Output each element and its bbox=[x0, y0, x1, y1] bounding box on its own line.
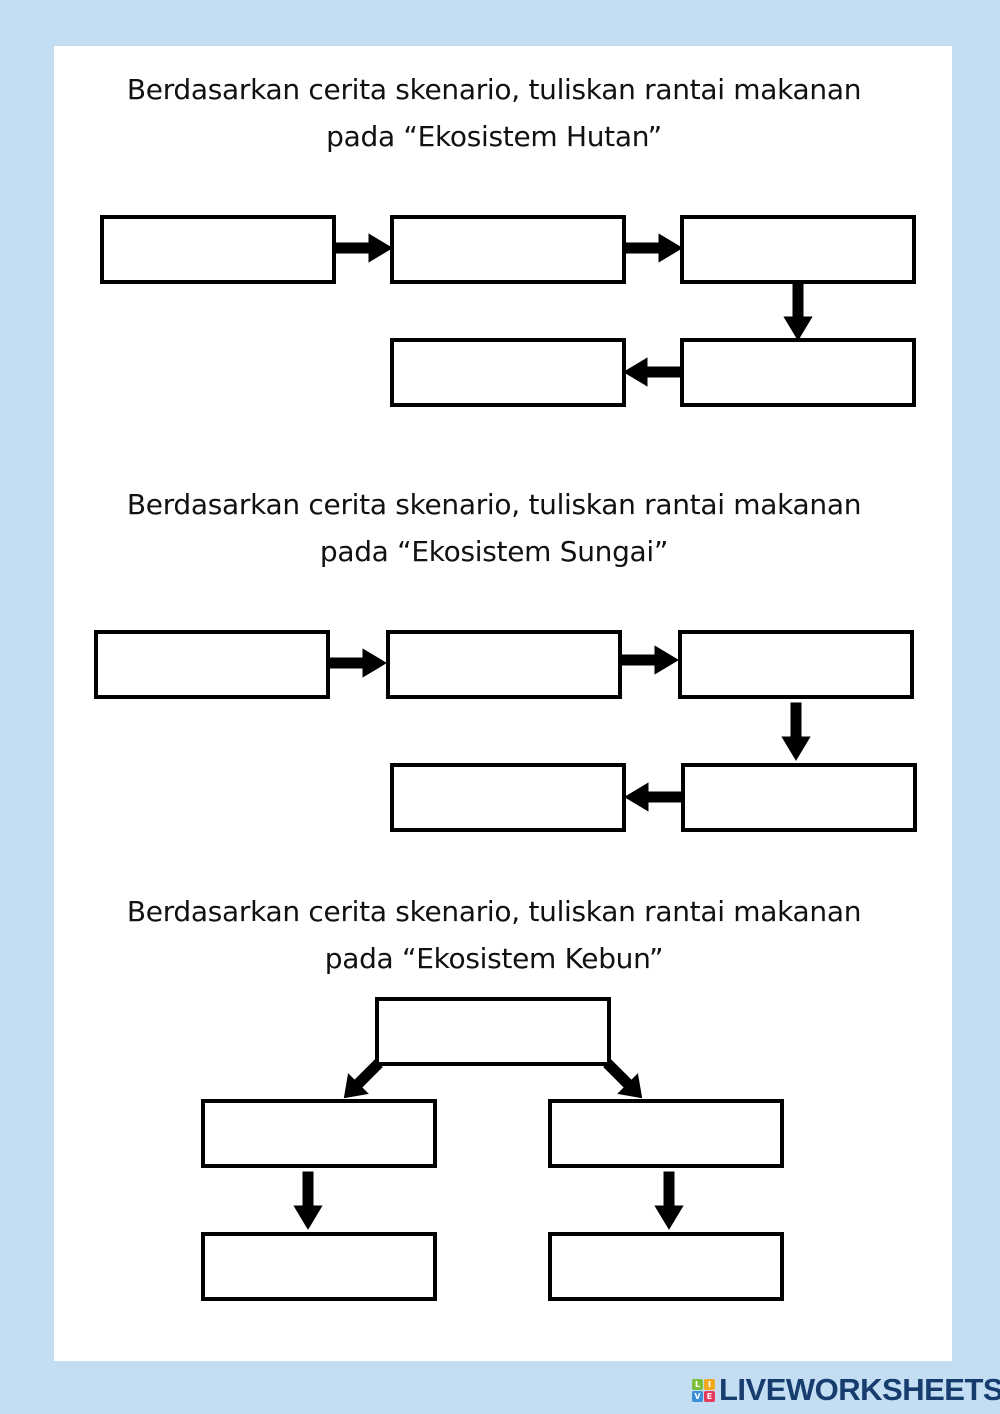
prompt-line: Berdasarkan cerita skenario, tuliskan ra… bbox=[126, 895, 862, 928]
prompt-line: pada “Ekosistem Hutan” bbox=[326, 120, 662, 153]
arrow-down-icon bbox=[294, 1171, 322, 1229]
answer-box-sungai-1[interactable] bbox=[94, 630, 330, 699]
arrow-diagonal-icon bbox=[335, 1054, 388, 1107]
prompt-kebun: Berdasarkan cerita skenario, tuliskan ra… bbox=[54, 888, 934, 982]
arrow-down-icon bbox=[782, 702, 810, 760]
answer-box-hutan-2[interactable] bbox=[390, 215, 626, 284]
arrow-left-icon bbox=[624, 358, 682, 386]
answer-box-kebun-top[interactable] bbox=[375, 997, 611, 1066]
answer-box-kebun-left-1[interactable] bbox=[201, 1099, 437, 1168]
prompt-line: Berdasarkan cerita skenario, tuliskan ra… bbox=[126, 73, 862, 106]
answer-box-hutan-3[interactable] bbox=[680, 215, 916, 284]
prompt-line: pada “Ekosistem Kebun” bbox=[324, 942, 664, 975]
arrow-right-icon bbox=[334, 234, 392, 262]
answer-box-sungai-5[interactable] bbox=[390, 763, 626, 832]
prompt-sungai: Berdasarkan cerita skenario, tuliskan ra… bbox=[54, 481, 934, 575]
answer-box-kebun-left-2[interactable] bbox=[201, 1232, 437, 1301]
arrow-down-icon bbox=[784, 282, 812, 340]
arrow-right-icon bbox=[624, 234, 682, 262]
arrow-right-icon bbox=[620, 646, 678, 674]
arrow-down-icon bbox=[655, 1171, 683, 1229]
arrow-diagonal-icon bbox=[598, 1054, 651, 1107]
answer-box-sungai-3[interactable] bbox=[678, 630, 914, 699]
arrow-left-icon bbox=[625, 783, 683, 811]
answer-box-hutan-4[interactable] bbox=[680, 338, 916, 407]
logo-tiles-icon: L I V E bbox=[692, 1378, 715, 1402]
logo-tile: I bbox=[704, 1378, 715, 1390]
logo-tile: V bbox=[692, 1390, 703, 1402]
logo-tile: E bbox=[704, 1390, 715, 1402]
prompt-line: Berdasarkan cerita skenario, tuliskan ra… bbox=[126, 488, 862, 521]
logo-tile: L bbox=[692, 1378, 703, 1390]
arrow-right-icon bbox=[328, 649, 386, 677]
liveworksheets-logo: L I V E LIVEWORKSHEETS bbox=[692, 1372, 1000, 1408]
answer-box-sungai-2[interactable] bbox=[386, 630, 622, 699]
logo-text: LIVEWORKSHEETS bbox=[719, 1372, 1000, 1407]
prompt-line: pada “Ekosistem Sungai” bbox=[319, 535, 669, 568]
answer-box-hutan-1[interactable] bbox=[100, 215, 336, 284]
answer-box-kebun-right-2[interactable] bbox=[548, 1232, 784, 1301]
answer-box-hutan-5[interactable] bbox=[390, 338, 626, 407]
answer-box-kebun-right-1[interactable] bbox=[548, 1099, 784, 1168]
answer-box-sungai-4[interactable] bbox=[681, 763, 917, 832]
prompt-hutan: Berdasarkan cerita skenario, tuliskan ra… bbox=[54, 66, 934, 160]
